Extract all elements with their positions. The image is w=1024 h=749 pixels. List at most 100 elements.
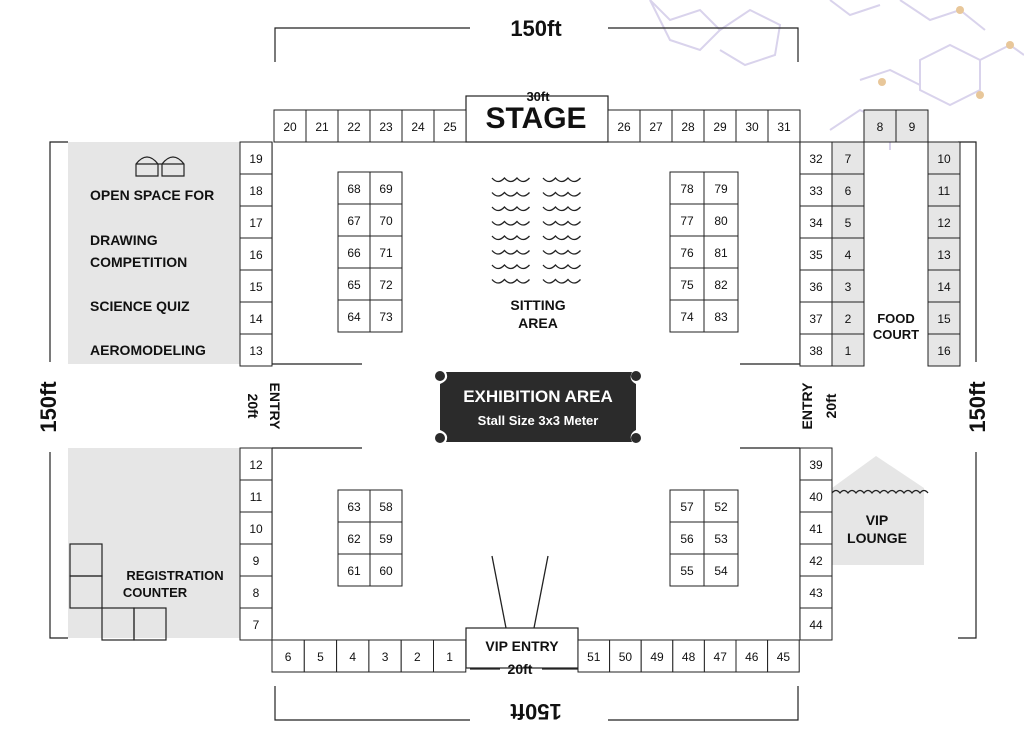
- svg-text:21: 21: [315, 120, 329, 134]
- seat-row-3-1: [491, 206, 530, 212]
- stall-65: 65: [337, 267, 371, 301]
- vip-entry: VIP ENTRY 20ft: [465, 555, 579, 677]
- stall-53: 53: [703, 521, 739, 555]
- registration-counter-icon: [69, 543, 167, 641]
- stall-3: 3: [368, 639, 402, 673]
- svg-text:11: 11: [250, 490, 263, 504]
- svg-text:42: 42: [809, 554, 823, 568]
- svg-text:12: 12: [249, 458, 263, 472]
- exhibition-title: EXHIBITION AREA: [463, 387, 613, 406]
- svg-text:30: 30: [745, 120, 759, 134]
- stall-52: 52: [703, 489, 739, 523]
- stall-14: 14: [927, 269, 961, 303]
- open-space-zone: [68, 142, 240, 364]
- sitting-area-label-2: AREA: [518, 315, 558, 331]
- svg-text:82: 82: [714, 278, 728, 292]
- sitting-area-label-1: SITTING: [510, 297, 565, 313]
- seat-row-7-1: [491, 264, 530, 270]
- svg-text:4: 4: [349, 650, 356, 664]
- food-court-label-1: FOOD: [877, 311, 915, 326]
- stall-36: 36: [799, 269, 833, 303]
- vip-entry-label: VIP ENTRY: [485, 638, 559, 654]
- svg-text:32: 32: [809, 152, 823, 166]
- stall-77: 77: [669, 203, 705, 237]
- svg-text:59: 59: [379, 532, 393, 546]
- stage-label: STAGE: [485, 102, 586, 135]
- svg-text:12: 12: [937, 216, 951, 230]
- svg-text:50: 50: [619, 650, 633, 664]
- svg-text:5: 5: [317, 650, 324, 664]
- stall-4: 4: [831, 237, 865, 271]
- right-dimension: 150ft: [965, 381, 990, 433]
- svg-text:29: 29: [713, 120, 727, 134]
- svg-text:6: 6: [285, 650, 292, 664]
- stall-70: 70: [369, 203, 403, 237]
- stall-74: 74: [669, 299, 705, 333]
- svg-text:78: 78: [680, 182, 694, 196]
- stall-3: 3: [831, 269, 865, 303]
- svg-text:10: 10: [937, 152, 951, 166]
- stall-11: 11: [927, 173, 961, 207]
- stall-14: 14: [239, 301, 273, 335]
- svg-text:20: 20: [283, 120, 297, 134]
- svg-text:66: 66: [347, 246, 361, 260]
- stall-71: 71: [369, 235, 403, 269]
- stall-20: 20: [273, 109, 307, 143]
- svg-text:80: 80: [714, 214, 728, 228]
- svg-text:60: 60: [379, 564, 393, 578]
- stall-73: 73: [369, 299, 403, 333]
- svg-text:44: 44: [809, 618, 823, 632]
- open-space-icon: [135, 156, 185, 177]
- stall-75: 75: [669, 267, 705, 301]
- svg-text:72: 72: [379, 278, 393, 292]
- stall-56: 56: [669, 521, 705, 555]
- vip-lounge-label-2: LOUNGE: [847, 530, 907, 546]
- stall-51: 51: [577, 639, 611, 673]
- stall-6: 6: [831, 173, 865, 207]
- svg-text:38: 38: [809, 344, 823, 358]
- svg-text:31: 31: [777, 120, 791, 134]
- stall-5: 5: [831, 205, 865, 239]
- seat-row-8-2: [542, 278, 581, 284]
- stall-42: 42: [799, 543, 833, 577]
- svg-text:13: 13: [937, 248, 951, 262]
- svg-text:4: 4: [845, 248, 852, 262]
- seat-row-1-1: [491, 177, 530, 183]
- stall-61: 61: [337, 553, 371, 587]
- svg-text:22: 22: [347, 120, 361, 134]
- svg-text:47: 47: [714, 650, 728, 664]
- stall-4: 4: [336, 639, 370, 673]
- svg-text:37: 37: [809, 312, 823, 326]
- stall-49: 49: [640, 639, 674, 673]
- stall-27: 27: [639, 109, 673, 143]
- stall-1: 1: [831, 333, 865, 367]
- stall-68: 68: [337, 171, 371, 205]
- svg-text:2: 2: [845, 312, 852, 326]
- stall-8: 8: [863, 109, 897, 143]
- stall-62: 62: [337, 521, 371, 555]
- svg-text:48: 48: [682, 650, 696, 664]
- svg-text:26: 26: [617, 120, 631, 134]
- stall-64: 64: [337, 299, 371, 333]
- stall-57: 57: [669, 489, 705, 523]
- stall-45: 45: [767, 639, 800, 673]
- svg-text:15: 15: [937, 312, 951, 326]
- svg-text:5: 5: [845, 216, 852, 230]
- stall-37: 37: [799, 301, 833, 335]
- stall-40: 40: [799, 479, 833, 513]
- stall-82: 82: [703, 267, 739, 301]
- stage-width-label: 30ft: [526, 89, 550, 104]
- stall-7: 7: [239, 607, 273, 641]
- svg-text:46: 46: [745, 650, 759, 664]
- svg-text:16: 16: [937, 344, 951, 358]
- stall-69: 69: [369, 171, 403, 205]
- stall-25: 25: [433, 109, 467, 143]
- svg-text:27: 27: [649, 120, 663, 134]
- stall-31: 31: [767, 109, 801, 143]
- svg-text:57: 57: [680, 500, 694, 514]
- stall-8: 8: [239, 575, 273, 609]
- stall-55: 55: [669, 553, 705, 587]
- seat-row-7-2: [542, 264, 581, 270]
- open-space-label: OPEN SPACE FOR: [90, 187, 214, 203]
